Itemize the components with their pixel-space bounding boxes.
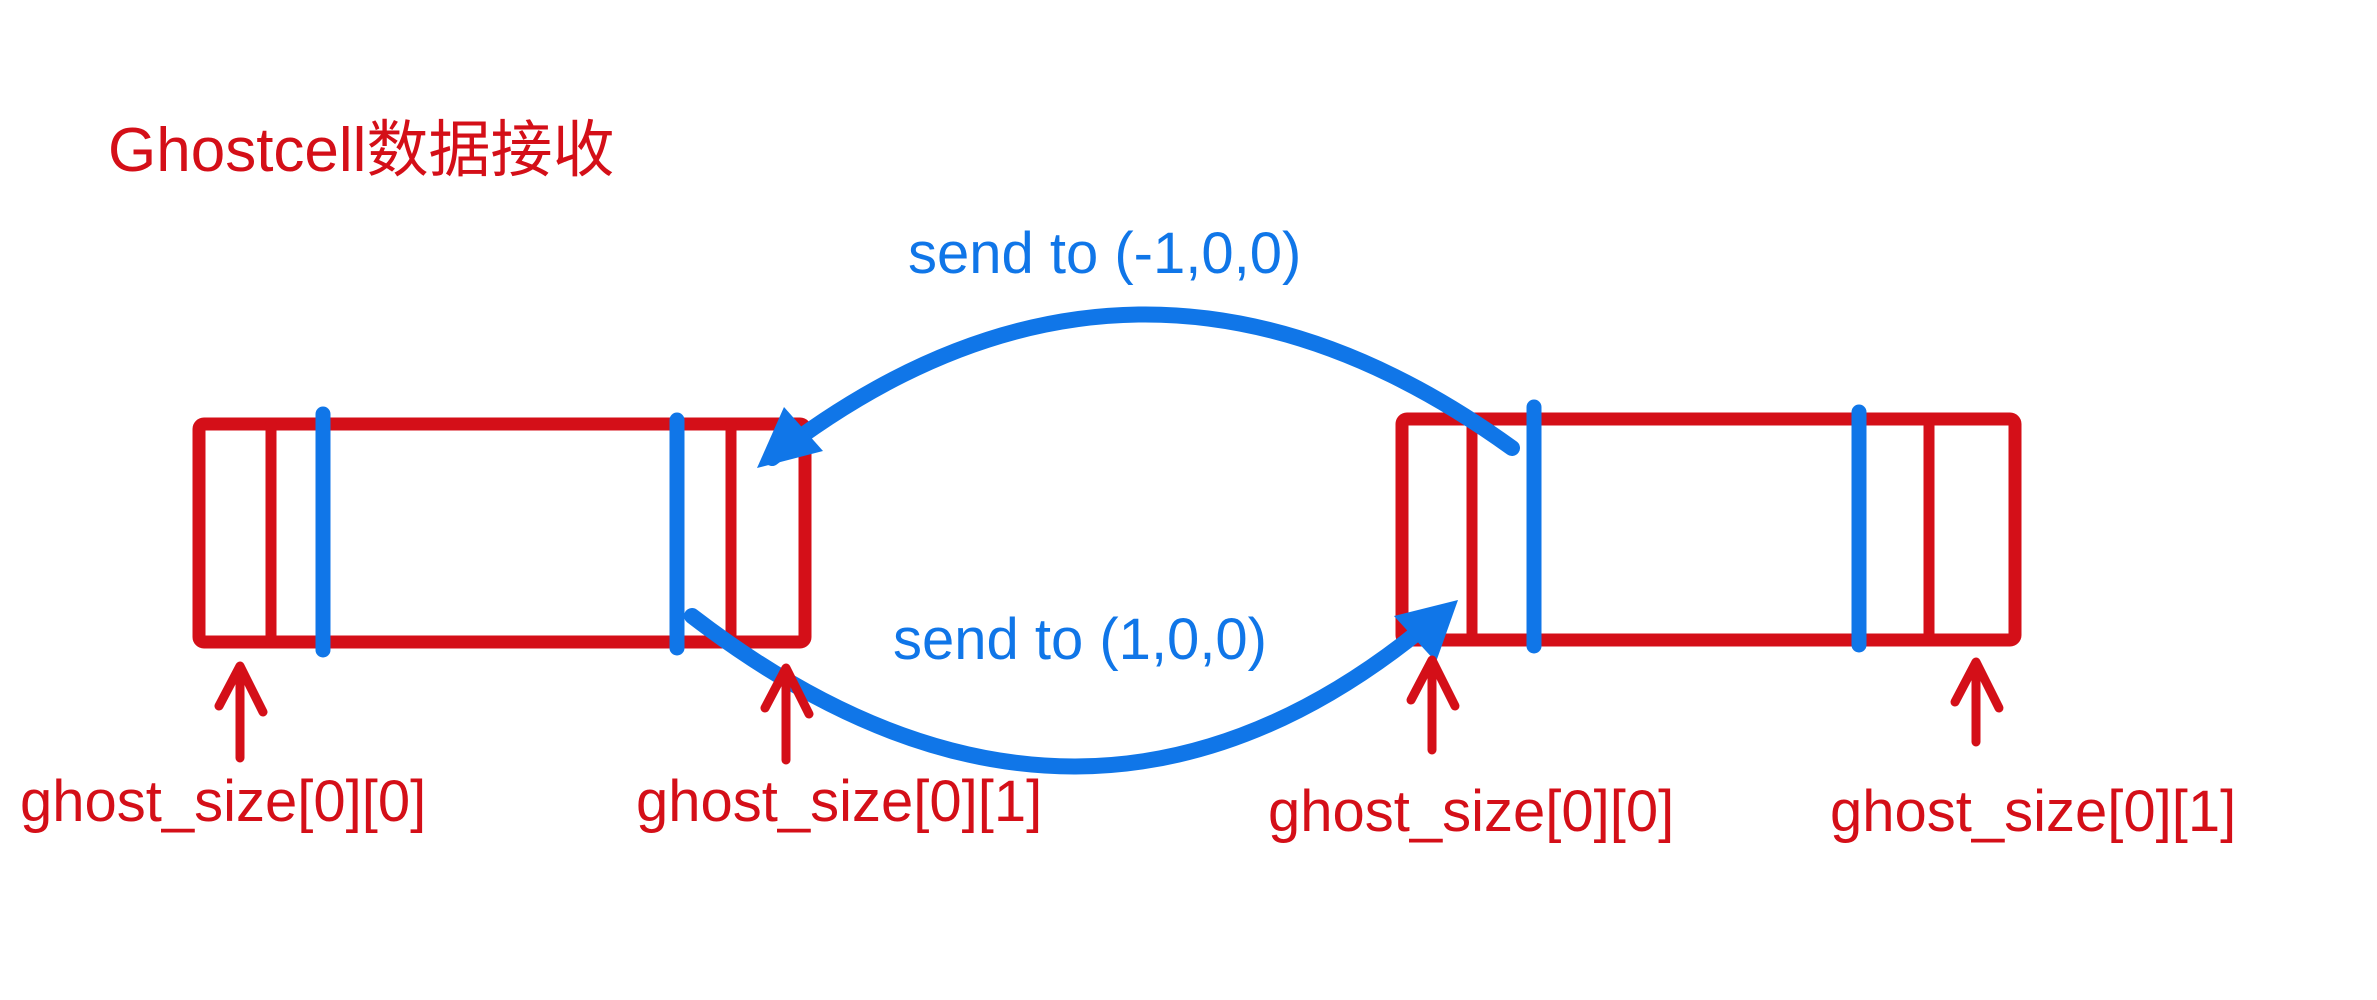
right-cell-array-box bbox=[1395, 412, 2022, 647]
send-to-minus-arrow-curve bbox=[764, 306, 1520, 466]
left-cell-array-box bbox=[192, 417, 812, 649]
send-to-plus-label: send to (1,0,0) bbox=[893, 607, 1267, 672]
pointer-arrow-right-ghost-end-icon bbox=[1950, 657, 2004, 747]
ghost-size-right-end-label: ghost_size[0][1] bbox=[1830, 779, 2237, 844]
send-to-plus-arrow-curve bbox=[684, 606, 1448, 775]
pointer-arrow-left-ghost-end-icon bbox=[760, 663, 814, 765]
send-to-plus-arrowhead-icon bbox=[1394, 600, 1458, 662]
ghost-size-left-end-label: ghost_size[0][1] bbox=[636, 769, 1043, 834]
ghost-size-left-start-label: ghost_size[0][0] bbox=[20, 769, 427, 834]
diagram-title: Ghostcell数据接收 bbox=[108, 116, 615, 185]
pointer-arrow-left-ghost-start-icon bbox=[214, 661, 268, 763]
pointer-arrow-right-ghost-start-icon bbox=[1406, 655, 1460, 755]
ghost-size-right-start-label: ghost_size[0][0] bbox=[1268, 779, 1675, 844]
send-to-minus-label: send to (-1,0,0) bbox=[908, 221, 1302, 286]
send-to-minus-arrowhead-icon bbox=[757, 407, 823, 468]
